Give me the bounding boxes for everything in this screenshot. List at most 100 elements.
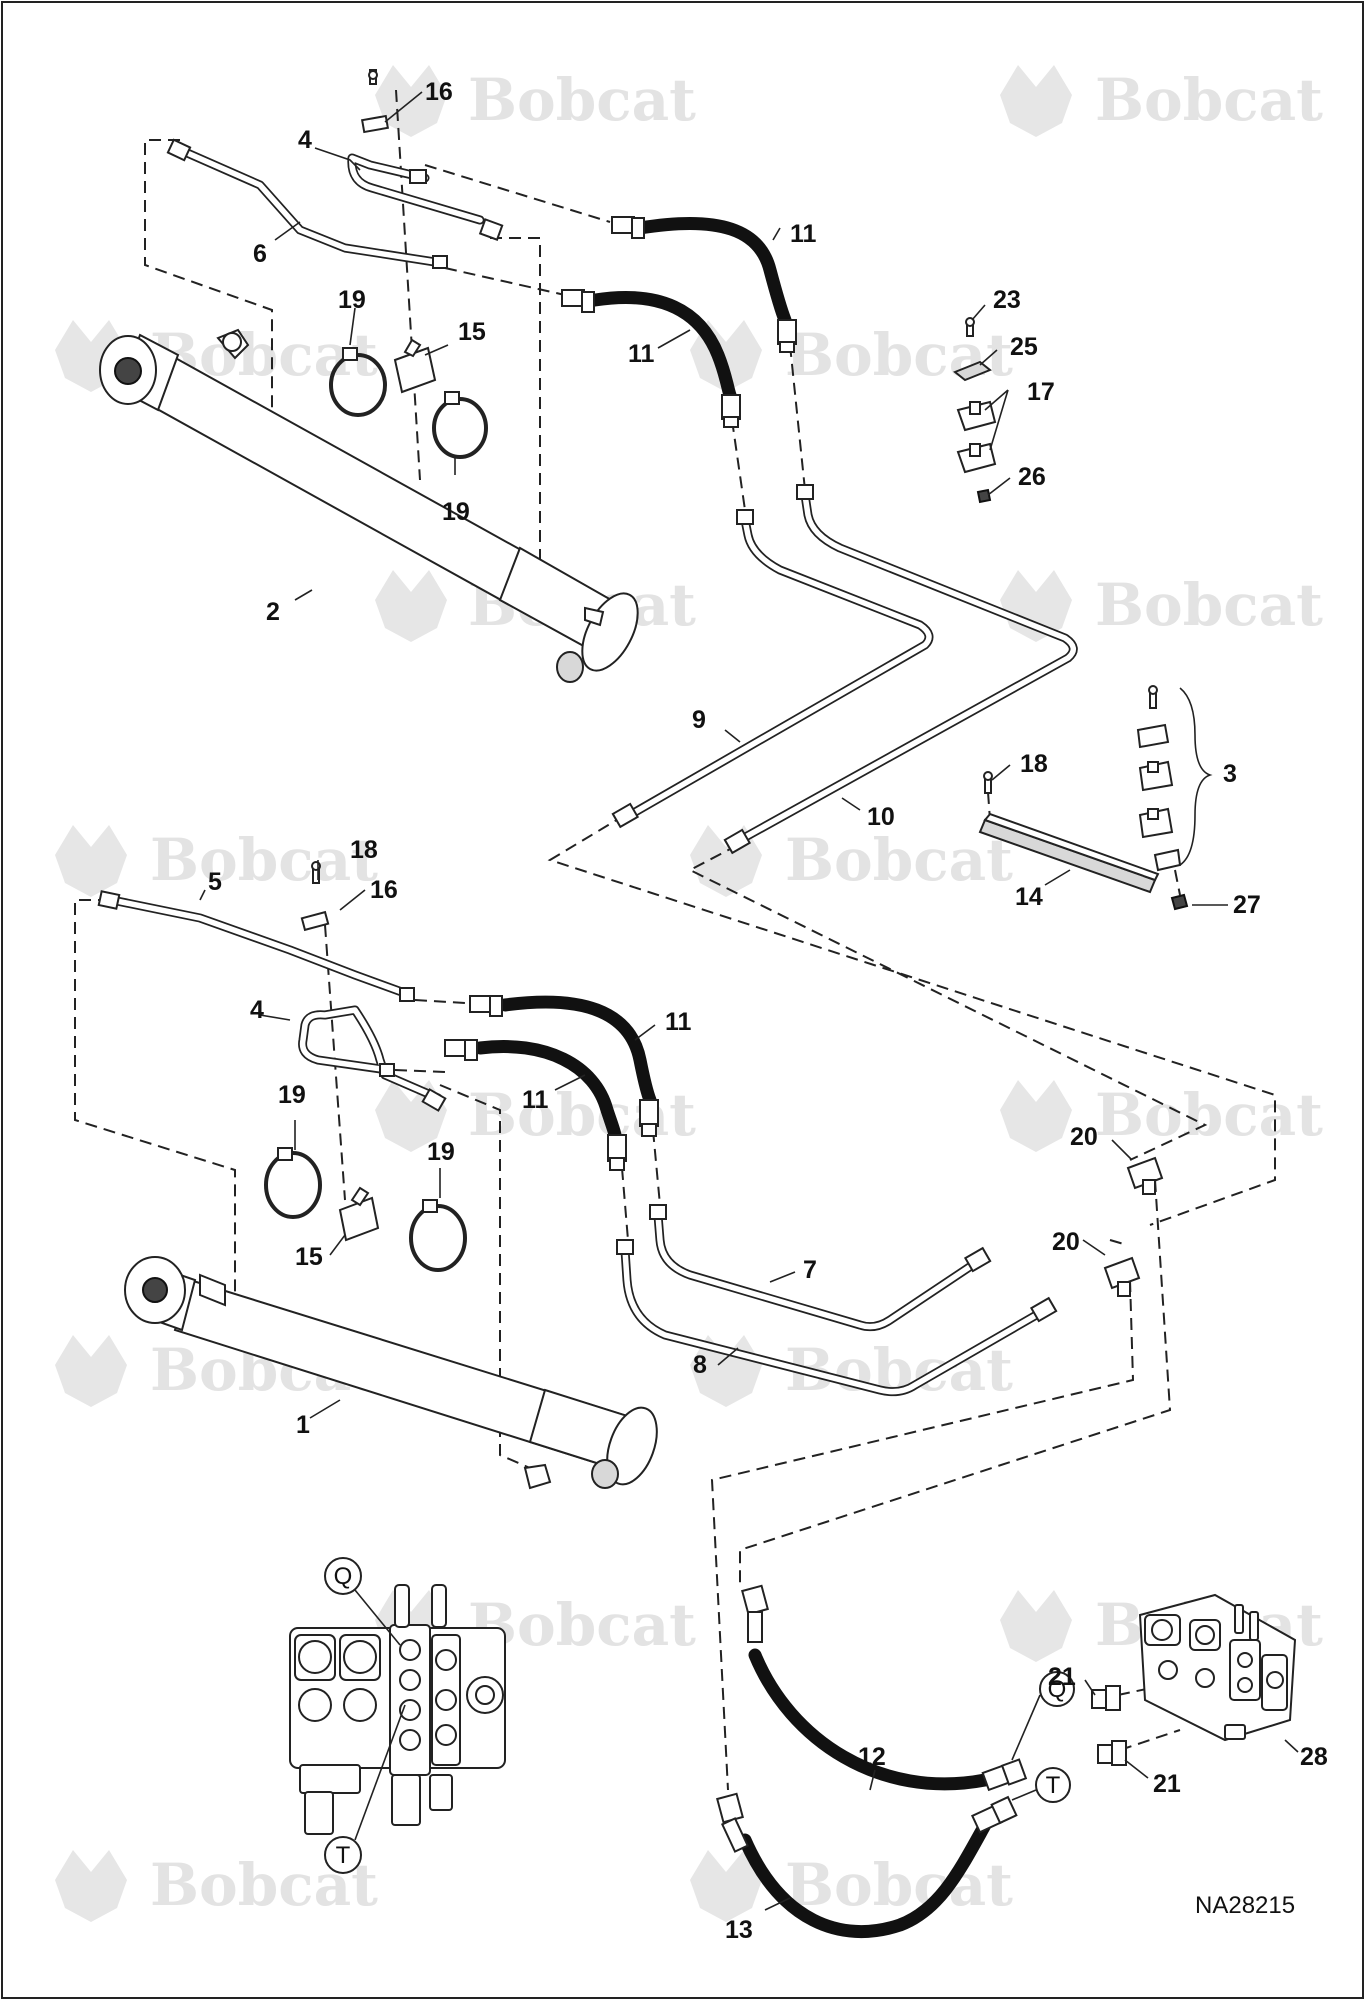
callout-7: 7	[803, 1256, 817, 1284]
callout-3: 3	[1223, 760, 1237, 788]
svg-text:Bobcat: Bobcat	[785, 321, 1013, 389]
callout-16-lower: 16	[370, 876, 398, 904]
watermark: Bobcat	[55, 825, 378, 897]
figure-id: NA28215	[1195, 1892, 1295, 1919]
bolt-18-upper	[983, 771, 993, 794]
callout-labels: 16 4 6 19 15 19 2 11 11 9 10 23 25 17 26…	[208, 78, 1328, 1944]
svg-text:Bobcat: Bobcat	[785, 1851, 1013, 1919]
callout-9: 9	[692, 706, 706, 734]
tube-4-upper	[347, 153, 504, 241]
clamp-15-lower	[338, 1186, 380, 1242]
tube-5	[97, 890, 415, 1002]
svg-text:Q: Q	[334, 1563, 353, 1590]
callout-20-upper: 20	[1070, 1123, 1098, 1151]
callout-26: 26	[1018, 463, 1046, 491]
watermark: Bobcat	[690, 1335, 1013, 1407]
cylinder-2	[99, 328, 639, 683]
callout-19-upper-right: 19	[442, 498, 470, 526]
svg-text:T: T	[1046, 1772, 1061, 1799]
callout-21-upper: 21	[1048, 1663, 1076, 1691]
callout-5: 5	[208, 868, 222, 896]
tube-8	[616, 1239, 1058, 1397]
callout-18-upper: 18	[1020, 750, 1048, 778]
port-t-valve-callout: T	[324, 1704, 406, 1874]
callout-2: 2	[266, 598, 280, 626]
cylinder-1	[124, 1256, 658, 1490]
fitting-21-lower	[1097, 1740, 1127, 1766]
callout-13: 13	[725, 1916, 753, 1944]
fitting-21-upper	[1091, 1685, 1121, 1711]
watermark: Bobcat	[375, 65, 696, 137]
mounting-bar-14	[978, 812, 1160, 894]
tube-6	[166, 138, 448, 269]
hose-12	[741, 1584, 1028, 1792]
svg-text:Bobcat: Bobcat	[150, 826, 378, 894]
watermark: Bobcat	[1000, 65, 1323, 137]
watermark: Bobcat	[690, 1850, 1013, 1922]
svg-text:Bobcat: Bobcat	[1095, 571, 1323, 639]
dashed-connection-lines	[74, 89, 1276, 1791]
hose-clamp-19-upper-left	[329, 347, 387, 417]
callout-21-lower: 21	[1153, 1770, 1181, 1798]
callout-11-upper-right: 11	[790, 220, 817, 248]
svg-text:Bobcat: Bobcat	[468, 66, 696, 134]
tube-7	[649, 1204, 992, 1332]
callout-6: 6	[253, 240, 267, 268]
callout-23: 23	[993, 286, 1021, 314]
hose-13	[716, 1792, 1018, 1939]
clamp-15-upper	[393, 338, 437, 394]
tee-fitting-20-upper	[1126, 1156, 1164, 1195]
svg-text:T: T	[336, 1842, 351, 1869]
callout-4-upper: 4	[298, 126, 312, 154]
hose-clamp-19-upper-right	[432, 391, 488, 459]
watermark: Bobcat	[375, 1590, 696, 1662]
control-valve-28	[1138, 1593, 1297, 1742]
svg-text:Bobcat: Bobcat	[468, 1591, 696, 1659]
watermark: Bobcat	[1000, 1080, 1323, 1152]
hose-11-upper-right	[611, 216, 797, 353]
clamp-16-upper	[360, 69, 390, 134]
callout-15-upper: 15	[458, 318, 486, 346]
svg-text:Bobcat: Bobcat	[1095, 66, 1323, 134]
callout-19-lower-right: 19	[427, 1138, 455, 1166]
tube-4-lower	[298, 1005, 447, 1112]
hose-11-lower-right	[469, 995, 659, 1137]
clamp-set-17	[953, 317, 997, 504]
callout-14: 14	[1015, 883, 1043, 911]
callout-11-upper-left: 11	[628, 340, 655, 368]
svg-text:Bobcat: Bobcat	[1095, 1081, 1323, 1149]
port-q-hose-callout: Q	[1011, 1671, 1075, 1761]
callout-15-lower: 15	[295, 1243, 323, 1271]
callout-18-lower: 18	[350, 836, 378, 864]
hose-clamp-19-lower-right	[409, 1199, 467, 1272]
callout-27: 27	[1233, 891, 1261, 919]
watermark-layer: Bobcat Bobcat Bobcat Bobcat Bobcat Bobca…	[55, 65, 1323, 1922]
callout-4-lower: 4	[250, 996, 264, 1024]
callout-10: 10	[867, 803, 895, 831]
watermark: Bobcat	[690, 825, 1013, 897]
leader-lines	[199, 91, 1299, 1911]
svg-text:Bobcat: Bobcat	[468, 1081, 696, 1149]
callout-19-upper-left: 19	[338, 286, 366, 314]
svg-text:Q: Q	[1048, 1676, 1067, 1703]
watermark: Bobcat	[690, 320, 1013, 392]
callout-19-lower-left: 19	[278, 1081, 306, 1109]
nut-27	[1170, 893, 1189, 911]
port-t-hose-callout: T	[1011, 1767, 1071, 1803]
tee-fitting-20-lower	[1103, 1256, 1141, 1297]
hose-11-lower-left	[444, 1039, 627, 1171]
port-q-valve-callout: Q	[324, 1557, 401, 1646]
callout-28: 28	[1300, 1743, 1328, 1771]
callout-25: 25	[1010, 333, 1038, 361]
tube-10	[723, 484, 1078, 855]
svg-text:Bobcat: Bobcat	[785, 826, 1013, 894]
callout-17: 17	[1027, 378, 1055, 406]
clamp-group-3	[1136, 685, 1182, 872]
control-valve-detail	[289, 1584, 506, 1835]
callout-20-lower: 20	[1052, 1228, 1080, 1256]
hose-clamp-19-lower-left	[264, 1147, 322, 1219]
clamp-16-lower	[300, 910, 330, 932]
callout-1: 1	[296, 1411, 310, 1439]
callout-12: 12	[858, 1743, 886, 1771]
